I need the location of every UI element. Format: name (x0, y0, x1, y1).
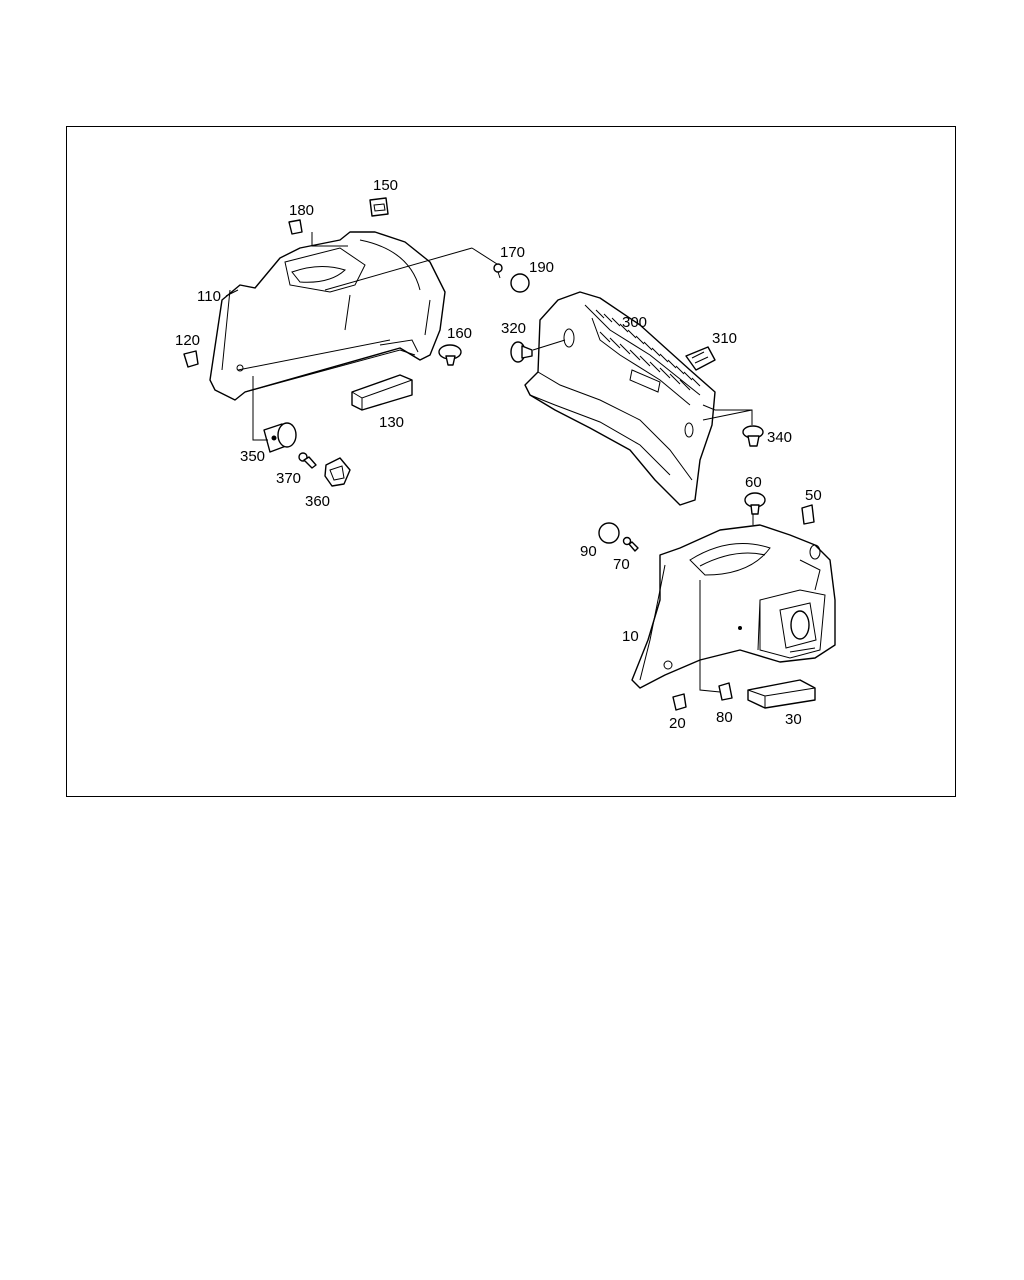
callout-30: 30 (785, 711, 802, 728)
callout-70: 70 (613, 556, 630, 573)
clip-50 (801, 504, 815, 525)
clip-310 (685, 346, 716, 371)
callout-50: 50 (805, 487, 822, 504)
part-130-block (351, 374, 413, 411)
callout-350: 350 (240, 448, 265, 465)
callout-320: 320 (501, 320, 526, 337)
callout-90: 90 (580, 543, 597, 560)
callout-130: 130 (379, 414, 404, 431)
callout-150: 150 (373, 177, 398, 194)
clip-20 (672, 693, 687, 711)
screw-70 (622, 536, 639, 552)
push-pin-160 (438, 344, 462, 366)
callout-180: 180 (289, 202, 314, 219)
center-trim-panel-300 (524, 291, 716, 506)
callout-110: 110 (197, 288, 221, 305)
clip-180 (288, 219, 303, 235)
screw-170 (493, 263, 503, 279)
callout-370: 370 (276, 470, 301, 487)
ring-90 (598, 522, 620, 544)
callout-300: 300 (622, 314, 647, 331)
callout-10: 10 (622, 628, 639, 645)
clip-150 (369, 197, 389, 217)
callout-340: 340 (767, 429, 792, 446)
callout-labels: 150 180 170 190 110 300 320 160 310 120 … (175, 177, 822, 732)
callout-60: 60 (745, 474, 762, 491)
callout-190: 190 (529, 259, 554, 276)
callout-360: 360 (305, 493, 330, 510)
right-trim-panel-10 (631, 524, 836, 689)
cap-190 (510, 273, 530, 293)
callout-120: 120 (175, 332, 200, 349)
callout-20: 20 (669, 715, 686, 732)
diagram-frame (66, 126, 956, 797)
hook-350 (263, 422, 297, 453)
callout-170: 170 (500, 244, 525, 261)
leader-lines (225, 232, 754, 693)
clip-80 (718, 682, 733, 701)
clip-360 (324, 457, 351, 487)
screw-370 (298, 452, 317, 469)
callout-160: 160 (447, 325, 472, 342)
clip-120 (183, 350, 199, 368)
push-pin-340 (742, 425, 764, 447)
push-pin-60 (744, 492, 766, 515)
left-trim-panel-110 (209, 231, 446, 401)
push-pin-320 (510, 341, 533, 363)
callout-80: 80 (716, 709, 733, 726)
callout-310: 310 (712, 330, 737, 347)
